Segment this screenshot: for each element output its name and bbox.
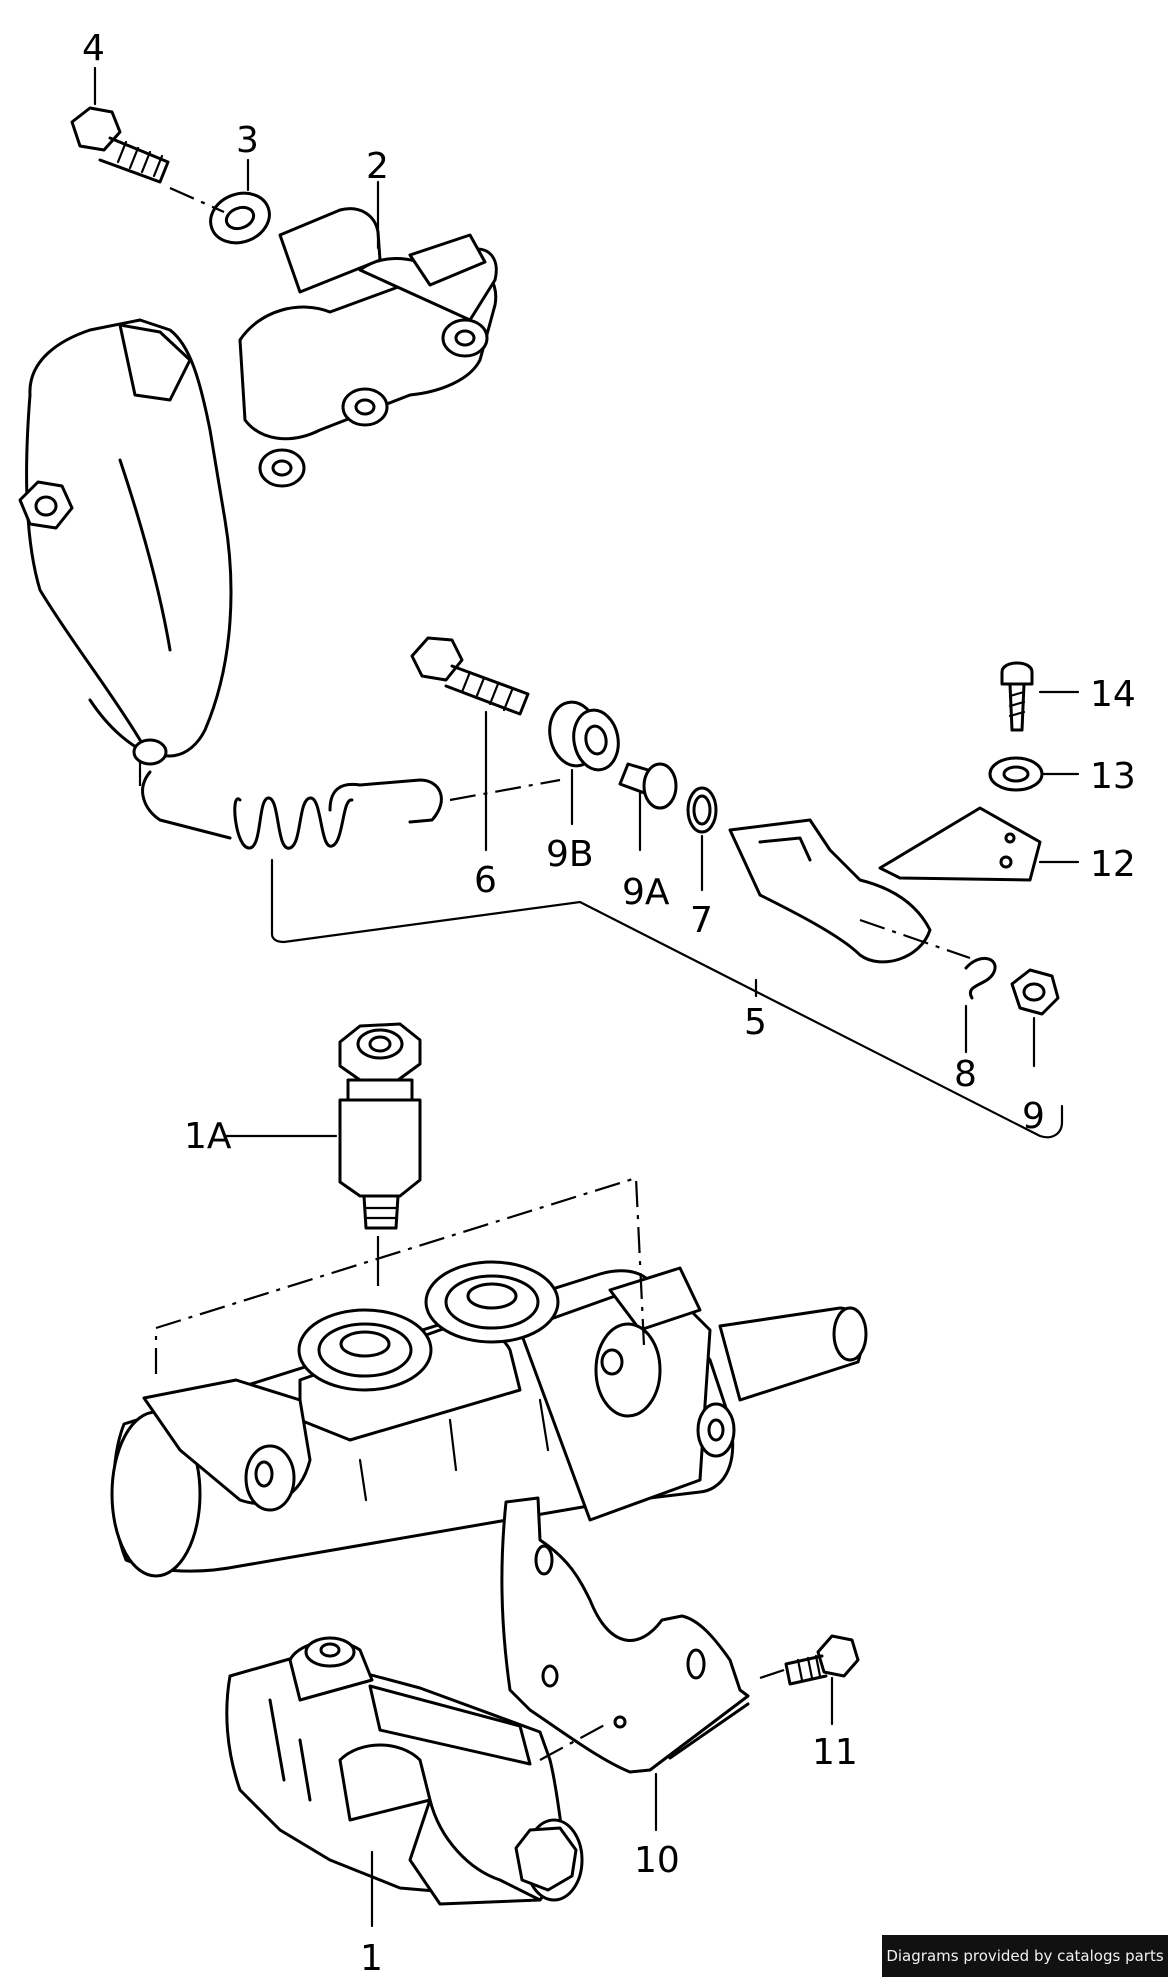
label-3: 3: [236, 120, 259, 161]
axis-line-spring-pin: [449, 778, 561, 802]
axis-line-valve-bracket: [539, 1721, 611, 1761]
part-14-bolt[interactable]: [1000, 661, 1034, 732]
master-cylinder[interactable]: [110, 1260, 868, 1578]
part-11-bolt[interactable]: [784, 1634, 860, 1686]
credit-banner: Diagrams provided by catalogs parts: [882, 1935, 1168, 1977]
label-9b: 9B: [546, 834, 594, 875]
label-9a: 9A: [622, 872, 670, 913]
label-1a: 1A: [184, 1116, 232, 1157]
part-9-nut[interactable]: [1010, 968, 1060, 1016]
label-1: 1: [360, 1938, 383, 1977]
part-1a-fitting[interactable]: [338, 1022, 422, 1230]
group-5-bracket: [270, 858, 1064, 1139]
label-9: 9: [1022, 1096, 1045, 1137]
part-7-ring[interactable]: [686, 786, 718, 834]
axis-line-lever: [859, 918, 971, 960]
label-7: 7: [690, 900, 713, 941]
part-8-clip[interactable]: [964, 957, 997, 1000]
label-4: 4: [82, 28, 105, 69]
part-10-bracket[interactable]: [500, 1496, 750, 1774]
part-4-bolt[interactable]: [70, 106, 170, 184]
part-3-washer[interactable]: [204, 185, 277, 251]
label-6: 6: [474, 860, 497, 901]
axis-line-cylinder-reservoir: [154, 1176, 646, 1374]
part-12-bracket[interactable]: [878, 806, 1042, 882]
label-11: 11: [812, 1732, 858, 1773]
part-2-pressure-regulator-valve[interactable]: [18, 207, 498, 766]
part-1-pressure-valve[interactable]: [225, 1636, 584, 1906]
label-13: 13: [1090, 756, 1136, 797]
label-5: 5: [744, 1002, 767, 1043]
label-12: 12: [1090, 844, 1136, 885]
axis-line-bolt-11: [759, 1668, 785, 1680]
part-lever[interactable]: [728, 818, 932, 964]
label-2: 2: [366, 146, 389, 187]
part-5-spring[interactable]: [141, 770, 443, 850]
axis-line-bolt-washer: [169, 186, 225, 214]
part-6-bolt[interactable]: [410, 636, 530, 716]
part-9a-sleeve[interactable]: [618, 762, 678, 810]
part-9b-bushing[interactable]: [545, 698, 623, 773]
label-14: 14: [1090, 674, 1136, 715]
label-10: 10: [634, 1840, 680, 1881]
label-8: 8: [954, 1054, 977, 1095]
part-13-washer[interactable]: [988, 756, 1044, 792]
